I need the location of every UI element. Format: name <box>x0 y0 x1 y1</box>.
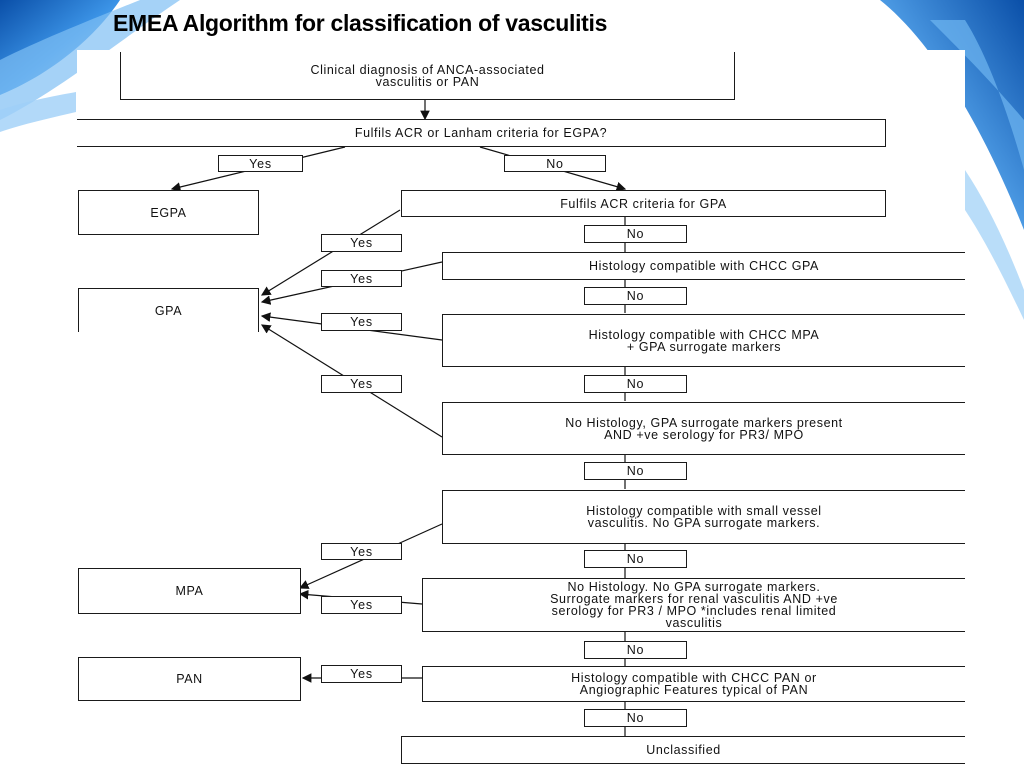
mpa-outcome-box: MPA <box>78 568 301 614</box>
no-label: No <box>584 225 687 243</box>
slide-title: EMEA Algorithm for classification of vas… <box>113 10 608 36</box>
histology-small-vessel-box: Histology compatible with small vessel v… <box>442 490 965 544</box>
histology-pan-box: Histology compatible with CHCC PAN or An… <box>422 666 965 702</box>
start-box: Clinical diagnosis of ANCA-associated va… <box>120 52 735 100</box>
no-label: No <box>584 709 687 727</box>
gpa-outcome-box: GPA <box>78 288 259 332</box>
yes-label: Yes <box>321 543 402 560</box>
no-label: No <box>584 375 687 393</box>
yes-label: Yes <box>321 375 402 393</box>
egpa-criteria-box: Fulfils ACR or Lanham criteria for EGPA? <box>77 119 886 147</box>
unclassified-box: Unclassified <box>401 736 965 764</box>
yes-label: Yes <box>321 665 402 683</box>
pan-outcome-box: PAN <box>78 657 301 701</box>
no-histology-gpa-box: No Histology, GPA surrogate markers pres… <box>442 402 965 455</box>
no-label: No <box>584 641 687 659</box>
egpa-outcome-box: EGPA <box>78 190 259 235</box>
yes-label: Yes <box>218 155 303 172</box>
yes-label: Yes <box>321 313 402 331</box>
no-label: No <box>584 287 687 305</box>
yes-label: Yes <box>321 596 402 614</box>
histology-mpa-box: Histology compatible with CHCC MPA + GPA… <box>442 314 965 367</box>
no-label: No <box>584 462 687 480</box>
histology-gpa-box: Histology compatible with CHCC GPA <box>442 252 965 280</box>
gpa-acr-criteria-box: Fulfils ACR criteria for GPA <box>401 190 886 217</box>
no-label: No <box>584 550 687 568</box>
yes-label: Yes <box>321 270 402 287</box>
no-label: No <box>504 155 606 172</box>
yes-label: Yes <box>321 234 402 252</box>
no-histology-renal-box: No Histology. No GPA surrogate markers. … <box>422 578 965 632</box>
